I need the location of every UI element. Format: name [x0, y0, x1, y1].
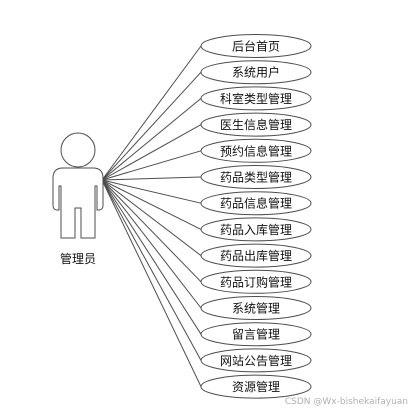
watermark-text: CSDN @Wx-bishekaifayuan: [285, 397, 408, 407]
use-case-label: 药品出库管理: [220, 248, 292, 263]
use-case: 药品订购管理: [200, 269, 312, 294]
association-line: [101, 179, 202, 283]
use-case-label: 系统用户: [232, 65, 280, 80]
association-line: [101, 179, 202, 335]
use-case-ellipse: [200, 217, 312, 242]
association-lines: [101, 45, 202, 387]
use-case-ellipse: [200, 296, 312, 320]
use-case: 后台首页: [200, 34, 312, 58]
use-case: 资源管理: [200, 374, 312, 399]
use-case-ellipse: [200, 374, 312, 399]
actor-label: 管理员: [60, 251, 96, 266]
use-case-label: 药品订购管理: [220, 274, 292, 289]
actor-figure: [52, 132, 104, 239]
use-case-ellipse: [200, 348, 312, 373]
use-case-label: 药品信息管理: [220, 196, 292, 211]
association-line: [101, 179, 202, 230]
actor-body: [52, 167, 104, 239]
use-case-ellipse: [200, 165, 312, 189]
use-case-label: 药品类型管理: [220, 170, 292, 185]
use-case: 医生信息管理: [200, 112, 312, 137]
use-case-ellipse: [200, 243, 312, 268]
use-case: 系统管理: [200, 296, 312, 320]
use-case-label: 医生信息管理: [220, 117, 292, 132]
use-case-ellipse: [200, 112, 312, 137]
use-case: 药品类型管理: [200, 165, 312, 189]
association-line: [101, 98, 202, 181]
use-case-label: 药品入库管理: [220, 222, 292, 237]
use-case: 网站公告管理: [200, 348, 312, 373]
use-case-label: 网站公告管理: [220, 353, 292, 368]
association-line: [101, 179, 202, 387]
use-case: 药品信息管理: [200, 191, 312, 216]
association-line: [101, 71, 202, 181]
association-line: [101, 124, 202, 181]
use-case: 科室类型管理: [200, 86, 312, 111]
use-case-list: 后台首页系统用户科室类型管理医生信息管理预约信息管理药品类型管理药品信息管理药品…: [200, 34, 312, 399]
use-case-ellipse: [200, 86, 312, 111]
use-case-ellipse: [200, 34, 312, 58]
association-line: [101, 176, 202, 181]
use-case-ellipse: [200, 60, 312, 85]
actor-head: [60, 132, 96, 168]
use-case-label: 留言管理: [232, 327, 280, 342]
use-case-label: 科室类型管理: [220, 91, 292, 106]
use-case-ellipse: [200, 138, 312, 163]
association-line: [101, 179, 202, 309]
use-case-ellipse: [200, 191, 312, 216]
use-case-label: 预约信息管理: [220, 143, 292, 158]
association-line: [101, 150, 202, 181]
association-line: [101, 45, 202, 181]
use-case: 药品入库管理: [200, 217, 312, 242]
use-case-label: 系统管理: [232, 301, 280, 316]
association-line: [101, 179, 202, 204]
use-case-label: 资源管理: [232, 379, 280, 394]
association-line: [101, 179, 202, 256]
association-line: [101, 179, 202, 361]
use-case-ellipse: [200, 322, 312, 347]
use-case: 药品出库管理: [200, 243, 312, 268]
use-case: 系统用户: [200, 60, 312, 85]
use-case-label: 后台首页: [232, 39, 280, 54]
use-case: 预约信息管理: [200, 138, 312, 163]
use-case: 留言管理: [200, 322, 312, 347]
use-case-ellipse: [200, 269, 312, 294]
